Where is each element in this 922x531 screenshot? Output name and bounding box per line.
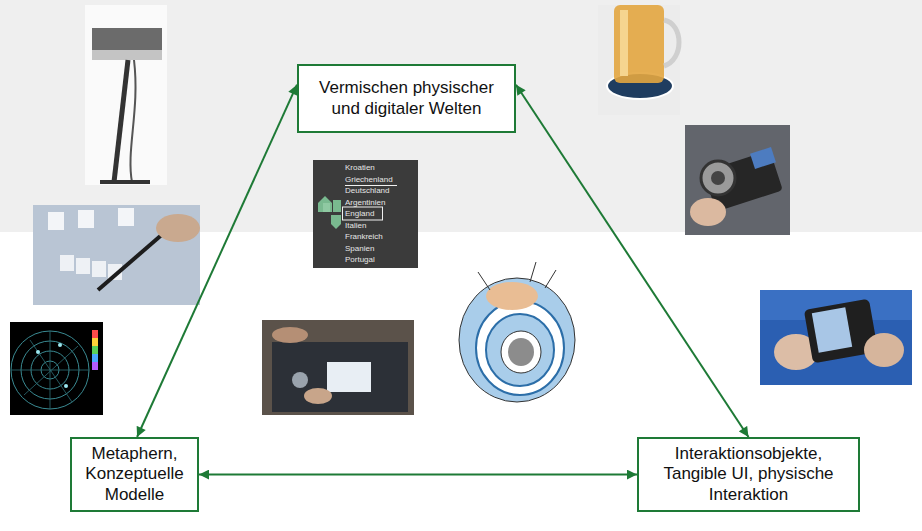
color-scale: [92, 362, 98, 370]
hand: [690, 198, 726, 226]
ring: [501, 331, 541, 373]
menu-entry: Deutschland: [345, 185, 393, 197]
hub: [508, 338, 534, 366]
menu-list: KroatienGriechenlandDeutschlandArgentini…: [345, 162, 393, 266]
photo-ground: [85, 5, 167, 185]
arrow-icon: [331, 215, 341, 229]
double-arrow: [137, 85, 297, 437]
color-scale: [92, 346, 98, 354]
dot: [36, 350, 40, 354]
photo-ground: [760, 290, 912, 385]
arm: [272, 327, 308, 343]
photo-ground: [33, 205, 200, 305]
hand: [156, 214, 200, 242]
double-arrow: [516, 85, 749, 437]
menu-entry: Portugal: [345, 254, 393, 266]
phone-photo: [760, 290, 912, 385]
dot: [64, 384, 68, 388]
concept-box: Interaktionsobjekte, Tangible UI, physis…: [637, 437, 860, 512]
menu-entry: England: [345, 208, 393, 220]
menu-entry: Spanien: [345, 243, 393, 255]
double-arrow: [199, 474, 637, 476]
photo-ground: [455, 258, 580, 415]
menu-entry: Griechenland: [345, 174, 393, 186]
color-scale: [92, 354, 98, 362]
outer-ring: [459, 278, 575, 402]
photo-ground: [685, 125, 790, 235]
projector-photo: [85, 5, 167, 185]
highlight: [486, 282, 538, 310]
house-icon: [318, 196, 332, 212]
handle: [664, 20, 679, 66]
page-icon: [333, 200, 341, 212]
glass: [614, 5, 664, 83]
page-icon: [323, 203, 330, 212]
card: [60, 255, 74, 271]
lens-glass: [711, 171, 725, 185]
projector-front: [92, 50, 162, 60]
projector-cable: [130, 60, 135, 182]
menu-entry: Italien: [345, 220, 393, 232]
card: [118, 208, 134, 226]
lens: [701, 161, 735, 195]
phone-screen: [812, 307, 852, 352]
card: [78, 210, 94, 228]
menu-screenshot: [313, 160, 418, 268]
projected-menu: [327, 362, 371, 392]
photo-ground: [262, 320, 414, 415]
table-surface: [272, 342, 408, 412]
projected-item: [292, 372, 308, 388]
color-scale: [92, 330, 98, 338]
menu-entry: Argentinien: [345, 197, 393, 209]
box-text: Metaphern, Konzeptuelle Modelle: [79, 444, 190, 505]
box-text: Interaktionsobjekte, Tangible UI, physis…: [646, 444, 851, 505]
color-scale: [92, 338, 98, 346]
projector-foot: [100, 180, 150, 184]
pen: [98, 232, 165, 290]
card: [48, 212, 64, 230]
camera-screen: [750, 147, 776, 169]
card: [76, 258, 90, 274]
photo-ground: [10, 322, 103, 415]
ring: [476, 301, 564, 395]
ring: [486, 314, 554, 386]
pen-table-photo: [33, 205, 200, 305]
hand: [304, 388, 332, 404]
photo-ground: [598, 5, 680, 115]
menu-entry: Kroatien: [345, 162, 393, 174]
projector-stand: [114, 60, 128, 182]
box-text: Vermischen physischer und digitaler Welt…: [306, 78, 507, 119]
selection-underline: [345, 185, 397, 186]
camera-photo: [685, 125, 790, 235]
sketch-lines: [478, 262, 556, 290]
ring: [11, 331, 89, 409]
concept-box: Metaphern, Konzeptuelle Modelle: [70, 437, 199, 512]
card: [92, 261, 106, 277]
menu-entry: Frankreich: [345, 231, 393, 243]
projector-body: [92, 28, 162, 52]
tabletop-photo: [262, 320, 414, 415]
spokes: [11, 331, 89, 409]
dot: [58, 343, 62, 347]
radar-visualisation: [10, 322, 103, 415]
glass-glint: [620, 10, 628, 76]
hand: [864, 333, 904, 367]
photo-ground: [313, 160, 418, 268]
sketch: [455, 258, 580, 415]
concept-box: Vermischen physischer und digitaler Welt…: [297, 64, 516, 133]
beer-glass-photo: [598, 5, 680, 115]
